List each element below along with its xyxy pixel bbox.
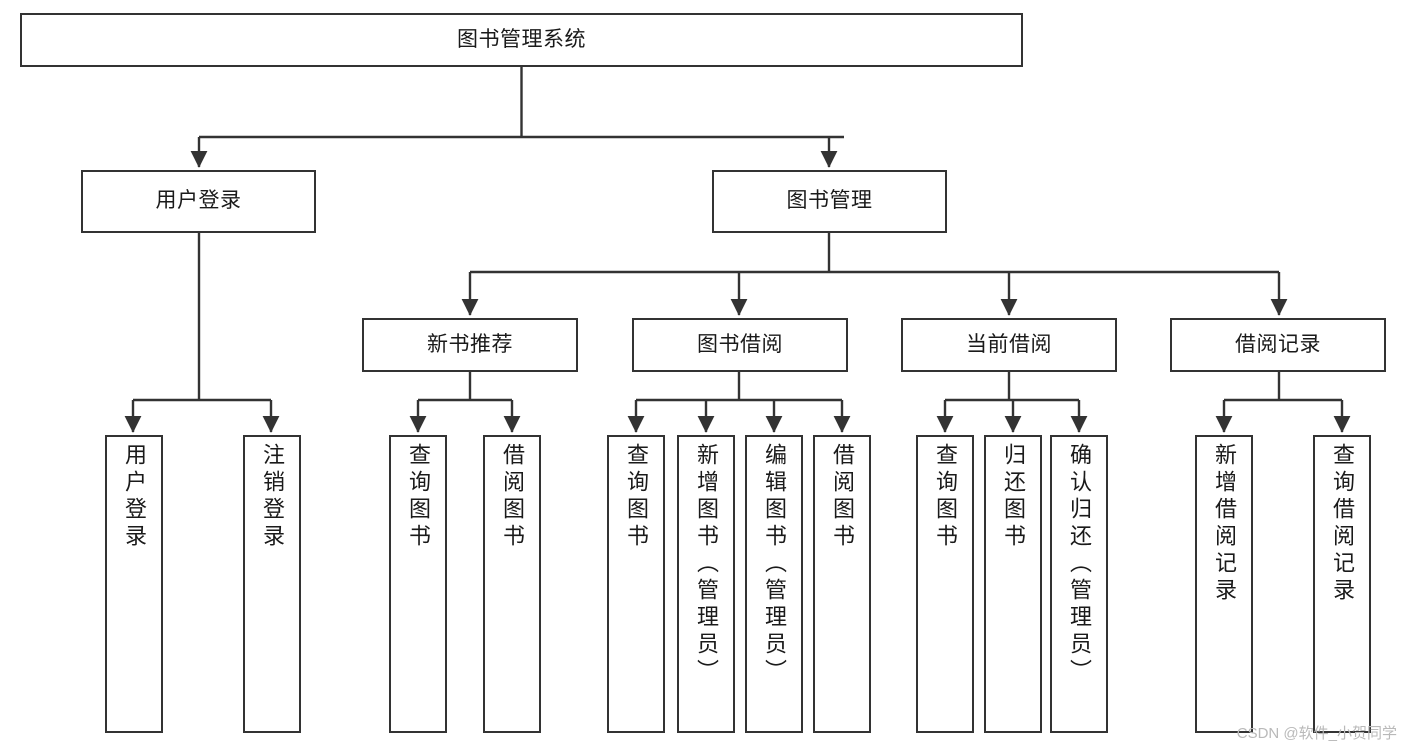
node-user-login[interactable]: 用户登录: [81, 170, 316, 233]
node-label: 新书推荐: [427, 332, 513, 356]
node-label: 查询图书: [933, 443, 958, 551]
node-leaf-return-book[interactable]: 归还图书: [984, 435, 1042, 733]
node-label: 用户登录: [122, 443, 147, 551]
node-label: 图书借阅: [697, 332, 783, 356]
node-label: 注销登录: [260, 443, 285, 551]
node-leaf-borrow-query-book[interactable]: 查询图书: [607, 435, 665, 733]
node-leaf-recommend-borrow-book[interactable]: 借阅图书: [483, 435, 541, 733]
node-book-borrow[interactable]: 图书借阅: [632, 318, 848, 372]
watermark: CSDN @软件_小贺同学: [1236, 725, 1397, 742]
node-root-book-management-system[interactable]: 图书管理系统: [20, 13, 1023, 67]
node-leaf-confirm-return-admin[interactable]: 确认归还（管理员）: [1050, 435, 1108, 733]
node-label: 查询图书: [406, 443, 431, 551]
node-leaf-user-login[interactable]: 用户登录: [105, 435, 163, 733]
node-label: 借阅记录: [1235, 332, 1321, 356]
node-leaf-add-book-admin[interactable]: 新增图书（管理员）: [677, 435, 735, 733]
node-label: 归还图书: [1001, 443, 1026, 551]
node-label: 当前借阅: [966, 332, 1052, 356]
node-book-management[interactable]: 图书管理: [712, 170, 947, 233]
node-label: 用户登录: [155, 189, 242, 213]
node-leaf-current-query-book[interactable]: 查询图书: [916, 435, 974, 733]
node-label: 借阅图书: [830, 443, 855, 551]
node-label: 确认归还（管理员）: [1067, 443, 1092, 686]
node-label: 图书管理系统: [457, 27, 586, 51]
node-label: 新增借阅记录: [1212, 443, 1237, 605]
node-current-borrow[interactable]: 当前借阅: [901, 318, 1117, 372]
node-label: 查询借阅记录: [1330, 443, 1355, 605]
node-borrow-record[interactable]: 借阅记录: [1170, 318, 1386, 372]
node-leaf-add-borrow-record[interactable]: 新增借阅记录: [1195, 435, 1253, 733]
node-label: 编辑图书（管理员）: [762, 443, 787, 686]
node-label: 新增图书（管理员）: [694, 443, 719, 686]
node-leaf-query-borrow-record[interactable]: 查询借阅记录: [1313, 435, 1371, 733]
node-new-book-recommend[interactable]: 新书推荐: [362, 318, 578, 372]
node-label: 借阅图书: [500, 443, 525, 551]
node-label: 查询图书: [624, 443, 649, 551]
node-label: 图书管理: [786, 189, 873, 213]
node-leaf-logout[interactable]: 注销登录: [243, 435, 301, 733]
node-leaf-recommend-query-book[interactable]: 查询图书: [389, 435, 447, 733]
node-leaf-edit-book-admin[interactable]: 编辑图书（管理员）: [745, 435, 803, 733]
node-leaf-borrow-book[interactable]: 借阅图书: [813, 435, 871, 733]
